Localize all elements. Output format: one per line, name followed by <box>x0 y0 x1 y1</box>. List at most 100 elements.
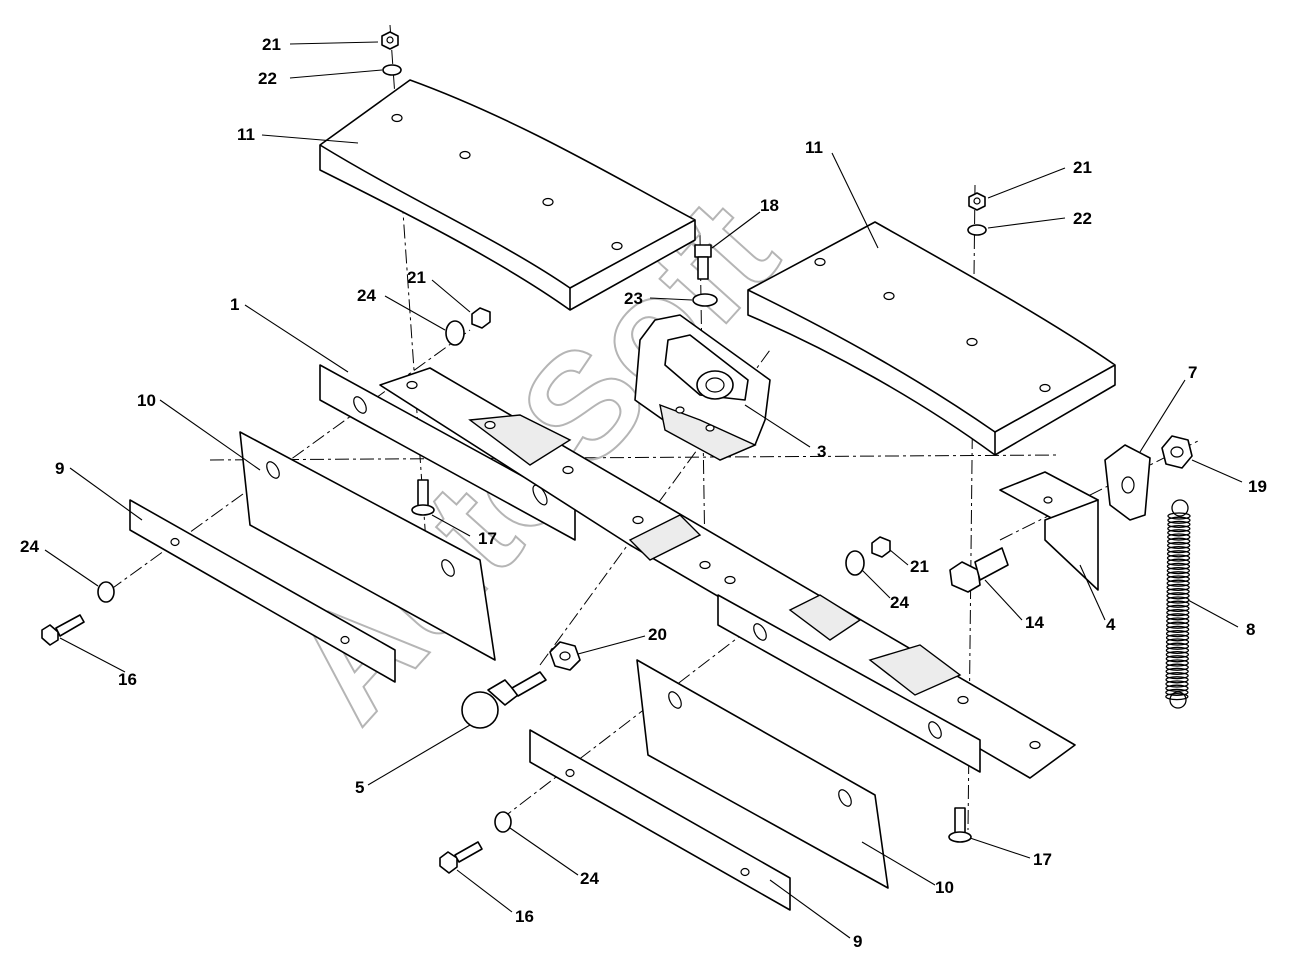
washer-24-left <box>97 581 115 603</box>
main-frame <box>319 364 1076 779</box>
callout-16: 16 <box>118 670 137 689</box>
callout-10: 10 <box>137 391 156 410</box>
spring-coil <box>1165 655 1189 663</box>
callout-5: 5 <box>355 778 364 797</box>
bar-left <box>129 499 396 683</box>
spring-coil <box>1167 520 1191 529</box>
bar-right <box>529 729 791 911</box>
spring-coil <box>1165 646 1190 655</box>
ball-stud <box>461 671 547 729</box>
callout-23: 23 <box>624 289 643 308</box>
washer-22-top-right <box>967 224 987 236</box>
spring-coil <box>1166 579 1190 587</box>
callout-8: 8 <box>1246 620 1255 639</box>
bolt-17-left <box>411 479 435 516</box>
nut-19 <box>1161 435 1193 469</box>
bolt-14 <box>949 547 1009 593</box>
callout-17: 17 <box>478 529 497 548</box>
callout-21: 21 <box>407 268 426 287</box>
spring-coil <box>1166 604 1190 613</box>
spring-coil <box>1166 545 1191 554</box>
callout-11: 11 <box>805 138 823 157</box>
callout-19: 19 <box>1248 477 1267 496</box>
nut-21-mid-left <box>471 307 491 329</box>
callout-3: 3 <box>817 442 826 461</box>
callout-labels: 21 22 11 11 21 22 18 23 21 24 1 10 9 24 … <box>20 35 1267 951</box>
spring-coil <box>1166 571 1190 579</box>
callout-22: 22 <box>1073 209 1092 228</box>
clevis-7 <box>1104 444 1151 521</box>
callout-17: 17 <box>1033 850 1052 869</box>
spring-coil <box>1166 583 1190 592</box>
spring-coil <box>1165 676 1189 684</box>
spring-coil <box>1165 688 1189 697</box>
spring-coil <box>1166 625 1190 634</box>
callout-24: 24 <box>580 869 599 888</box>
spring-coil <box>1166 587 1190 596</box>
callout-11: 11 <box>237 125 255 144</box>
callout-20: 20 <box>648 625 667 644</box>
spring-coil <box>1166 617 1190 625</box>
spring-coil <box>1166 575 1190 583</box>
leader-lines <box>44 41 1243 939</box>
callout-7: 7 <box>1188 363 1197 382</box>
nut-20 <box>549 641 581 671</box>
callout-9: 9 <box>55 459 64 478</box>
spring-coil <box>1165 634 1190 642</box>
spring-coil <box>1166 550 1191 558</box>
washer-24-bottom <box>494 811 512 833</box>
nut-21-top-left <box>381 31 399 50</box>
spring-coil <box>1166 600 1190 608</box>
spring-coil <box>1165 671 1189 680</box>
spring-coil <box>1166 562 1191 571</box>
callout-24: 24 <box>890 593 909 612</box>
plate-left <box>239 431 496 661</box>
spring-coil <box>1166 592 1190 600</box>
spring-coil <box>1166 566 1190 575</box>
callout-24: 24 <box>357 286 376 305</box>
spring-coil <box>1167 533 1191 541</box>
spring-coil <box>1165 667 1189 676</box>
callout-4: 4 <box>1106 615 1116 634</box>
pad-left <box>319 79 696 311</box>
tow-eye <box>634 314 771 461</box>
spring-coil <box>1166 608 1190 617</box>
callout-18: 18 <box>760 196 779 215</box>
callout-22: 22 <box>258 69 277 88</box>
bolt-18 <box>694 244 712 280</box>
spring-coil <box>1165 680 1189 688</box>
spring-coil <box>1167 512 1191 520</box>
spring-coil <box>1166 621 1190 629</box>
spring-coil <box>1165 659 1189 667</box>
spring-coil <box>1167 516 1191 524</box>
washer-23 <box>692 293 718 307</box>
bolt-16-left <box>41 614 85 646</box>
spring-coil <box>1167 541 1191 550</box>
spring-coil <box>1165 629 1190 638</box>
washer-24-mid-left <box>445 320 465 346</box>
washer-24-mid-right <box>845 550 865 576</box>
nut-21-top-right <box>968 192 986 211</box>
callout-9: 9 <box>853 932 862 951</box>
bolt-16-bottom <box>439 841 483 874</box>
bracket-4 <box>999 471 1099 591</box>
callout-10: 10 <box>935 878 954 897</box>
spring-coil <box>1167 529 1191 537</box>
spring-coil <box>1167 537 1191 545</box>
spring-coil <box>1165 692 1189 701</box>
callout-21: 21 <box>910 557 929 576</box>
spring-8 <box>1165 499 1191 709</box>
callout-24: 24 <box>20 537 39 556</box>
callout-1: 1 <box>230 295 239 314</box>
plate-right <box>636 659 889 889</box>
callout-14: 14 <box>1025 613 1044 632</box>
spring-coil <box>1165 684 1189 692</box>
spring-coil <box>1165 650 1189 659</box>
nut-21-mid-right <box>871 536 891 558</box>
spring-coil <box>1167 524 1191 533</box>
spring-coil <box>1165 663 1189 671</box>
callout-21: 21 <box>262 35 281 54</box>
spring-coil <box>1166 558 1191 566</box>
spring-coil <box>1166 613 1190 621</box>
